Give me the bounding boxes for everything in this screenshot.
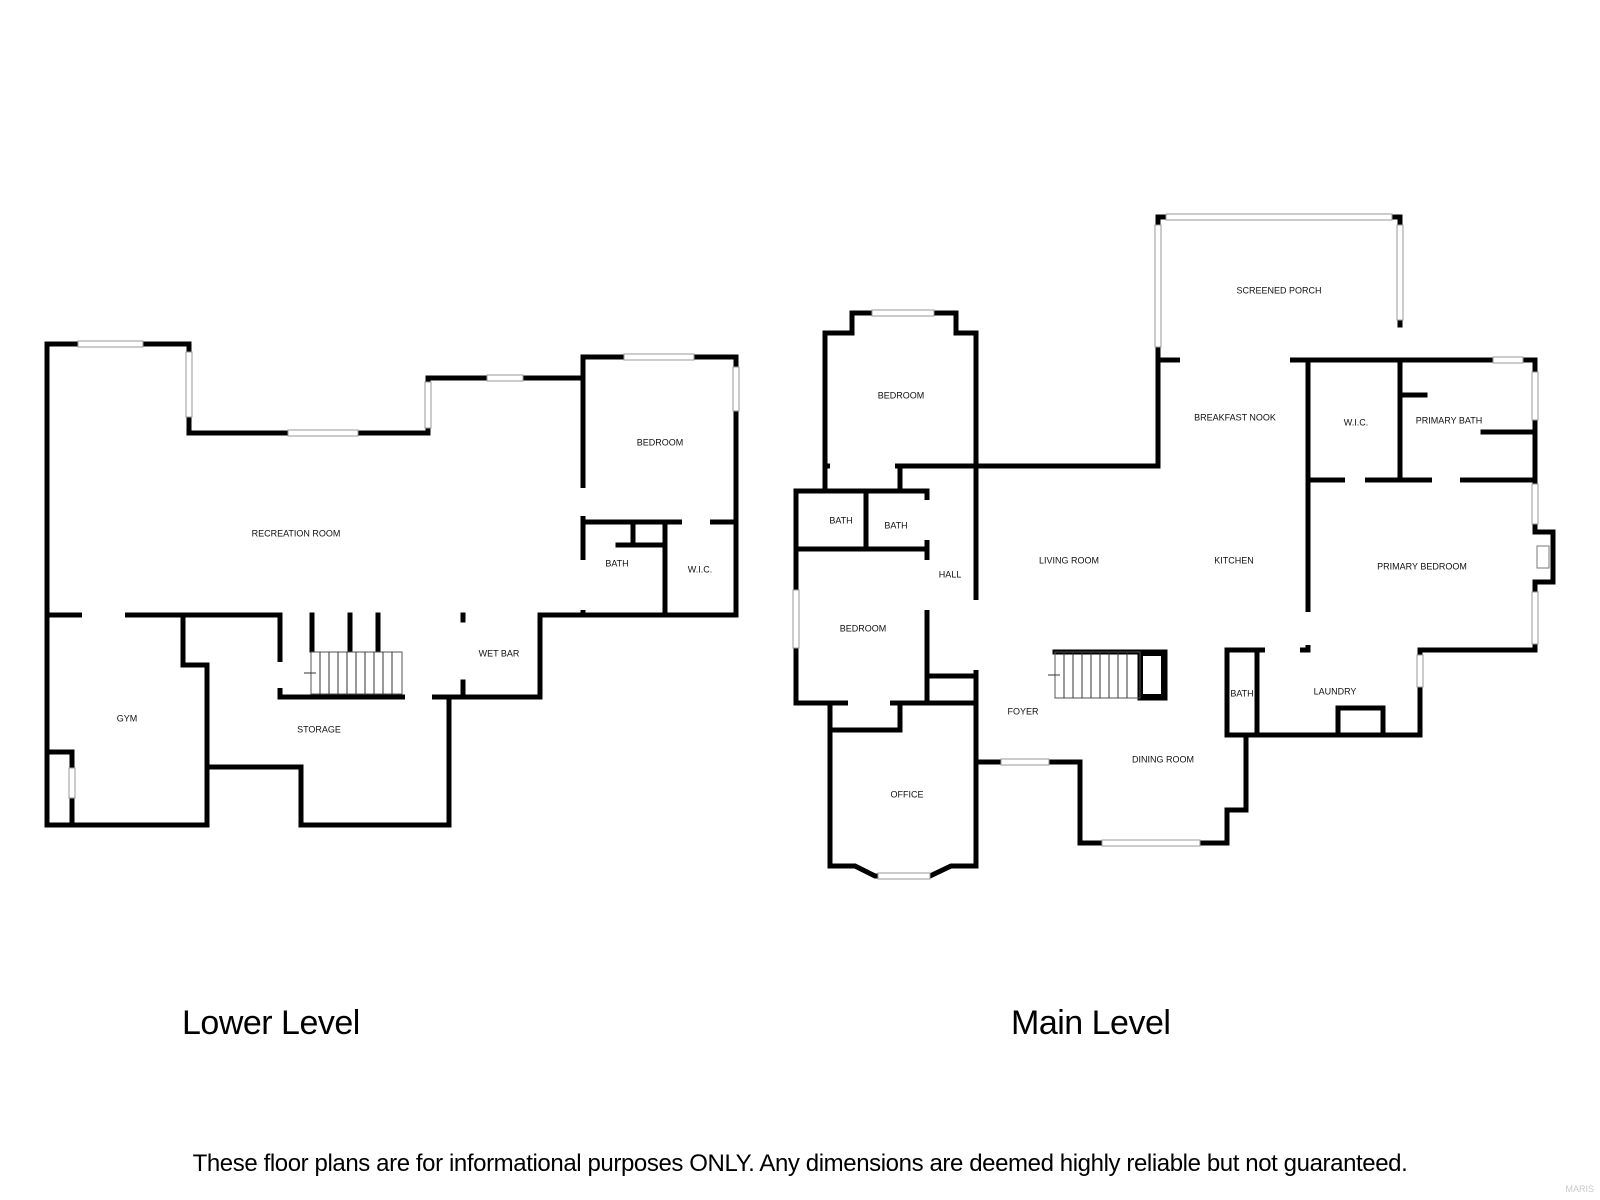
main-level-plan: SCREENED PORCH BEDROOM BREAKFAST NOOK W.… [792,213,1556,880]
main-label-bath-right: BATH [884,520,907,530]
main-wall-stair [1052,649,1168,701]
main-window [1492,356,1524,364]
lower-label-bedroom: BEDROOM [637,437,684,447]
lower-level-title: Lower Level [182,1004,360,1042]
lower-stairs [304,651,403,695]
main-label-wic: W.I.C. [1344,417,1369,427]
main-fireplace [1536,545,1550,569]
main-label-primary-bedroom: PRIMARY BEDROOM [1377,561,1467,571]
lower-wall-gym-east [180,612,210,770]
main-porch-screen-north [1165,213,1393,221]
main-porch-screen-west [1154,224,1162,348]
lower-outer-wall [44,341,739,828]
main-window [1531,483,1539,525]
main-label-dining-room: DINING ROOM [1132,754,1194,764]
watermark-text: MARIS [1565,1184,1594,1194]
main-wall-laundry-closet [1335,705,1386,738]
main-label-foyer: FOYER [1007,706,1039,716]
lower-window [424,381,432,429]
main-label-kitchen: KITCHEN [1214,555,1254,565]
lower-window [486,374,524,382]
lower-wall-gym-closet [44,749,75,828]
main-label-primary-bath: PRIMARY BATH [1416,415,1483,425]
main-level-title: Main Level [1011,1004,1171,1042]
main-stair-closet [1141,654,1163,696]
lower-label-gym: GYM [117,713,138,723]
main-label-bath-small: BATH [1230,688,1253,698]
lower-label-storage: STORAGE [297,724,341,734]
lower-label-wic: W.I.C. [688,564,713,574]
main-window [1531,591,1539,645]
main-label-bedroom-upper: BEDROOM [878,390,925,400]
lower-label-recreation-room: RECREATION ROOM [252,528,341,538]
main-label-breakfast-nook: BREAKFAST NOOK [1194,412,1276,422]
main-window [1531,371,1539,421]
lower-window [185,351,193,418]
main-window [871,309,935,317]
main-wall-office-north [827,700,903,733]
disclaimer-text: These floor plans are for informational … [192,1150,1408,1177]
main-label-hall: HALL [939,569,962,579]
lower-level-plan: RECREATION ROOM BEDROOM BATH W.I.C. WET … [44,340,740,828]
lower-window [287,429,359,437]
main-stairs [1048,651,1141,699]
main-window [877,872,931,880]
main-label-office: OFFICE [891,789,924,799]
lower-window [77,340,144,348]
main-window [1000,758,1050,766]
lower-label-wet-bar: WET BAR [479,648,520,658]
lower-label-bath: BATH [605,558,628,568]
lower-wall-stair [277,612,452,700]
main-label-bath-left: BATH [829,515,852,525]
main-wall-hall-west [924,488,979,706]
lower-window [732,366,740,412]
lower-window [623,353,695,361]
main-label-bedroom-lower: BEDROOM [840,623,887,633]
lower-window [68,767,76,799]
main-window [792,589,800,649]
main-label-laundry: LAUNDRY [1314,686,1357,696]
main-label-screened-porch: SCREENED PORCH [1236,285,1321,295]
main-porch-screen-east [1396,224,1404,321]
main-window [1416,654,1424,688]
main-label-living-room: LIVING ROOM [1039,555,1099,565]
main-window [1101,839,1201,847]
